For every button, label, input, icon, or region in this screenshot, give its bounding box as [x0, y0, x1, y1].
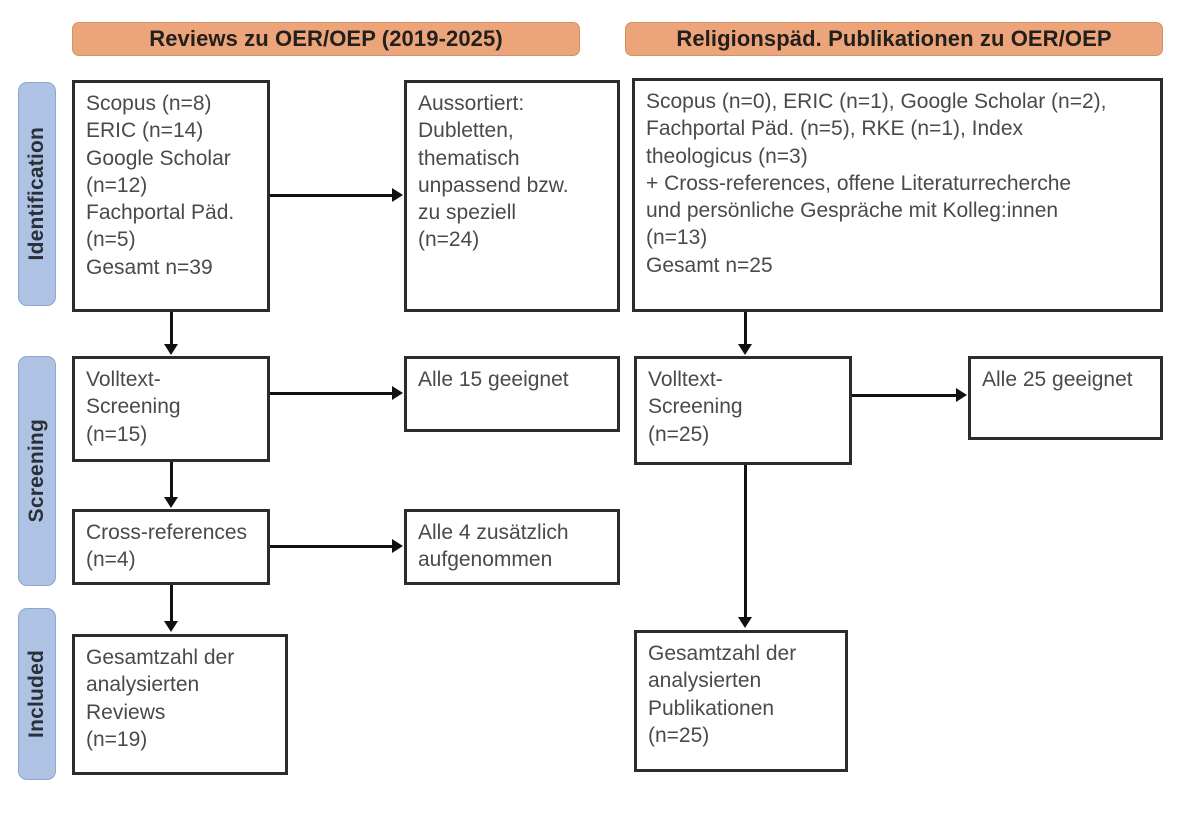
edge-left-fulltext-to-crossref — [170, 462, 173, 498]
text-line: Gesamt n=25 — [646, 253, 773, 277]
text-line: Scopus (n=8) — [86, 92, 212, 115]
text-line: Alle 15 geeignet — [418, 368, 569, 391]
text-line: (n=5) — [86, 228, 136, 252]
text-line: Alle 4 zusätzlich — [418, 521, 569, 544]
box-right-fulltext-screening: Volltext- Screening (n=25) — [634, 356, 852, 465]
phase-bar-included: Included — [18, 608, 56, 780]
text-line: theologicus (n=3) — [646, 144, 808, 168]
box-left-included-total: Gesamtzahl der analysierten Reviews (n=1… — [72, 634, 288, 775]
text-line: (n=13) — [646, 226, 708, 250]
text-line: (n=4) — [86, 548, 136, 572]
edge-right-sources-to-fulltext — [744, 312, 747, 345]
text-line: Gesamtzahl der — [648, 642, 797, 665]
text-line: Volltext- — [648, 368, 723, 391]
box-left-sources: Scopus (n=8) ERIC (n=14) Google Scholar … — [72, 80, 270, 312]
arrowhead-left-fulltext-to-result — [392, 386, 403, 400]
phase-bar-screening: Screening — [18, 356, 56, 586]
text-line: zu speziell — [418, 201, 517, 225]
arrowhead-left-crossref-to-included — [164, 621, 178, 632]
box-left-crossreferences: Cross-references (n=4) — [72, 509, 270, 585]
edge-right-fulltext-to-result — [852, 394, 956, 397]
edge-left-crossref-to-included — [170, 585, 173, 622]
arrowhead-left-sources-to-excluded — [392, 188, 403, 202]
box-right-sources: Scopus (n=0), ERIC (n=1), Google Scholar… — [632, 78, 1163, 312]
column-header-left: Reviews zu OER/OEP (2019-2025) — [72, 22, 580, 56]
text-line: Screening — [86, 395, 181, 419]
box-right-fulltext-result: Alle 25 geeignet — [968, 356, 1163, 440]
text-line: Fachportal Päd. (n=5), RKE (n=1), Index — [646, 117, 1024, 141]
box-left-crossref-result: Alle 4 zusätzlich aufgenommen — [404, 509, 620, 585]
phase-label-identification: Identification — [25, 127, 48, 261]
text-line: (n=12) — [86, 173, 148, 197]
text-line: Volltext- — [86, 368, 161, 391]
text-line: analysierten — [86, 673, 200, 697]
text-line: Screening — [648, 395, 743, 419]
text-line: Gesamtzahl der — [86, 646, 235, 669]
text-line: Google Scholar — [86, 146, 231, 170]
edge-left-fulltext-to-result — [270, 392, 392, 395]
text-line: aufgenommen — [418, 548, 553, 572]
box-left-excluded: Aussortiert: Dubletten, thematisch unpas… — [404, 80, 620, 312]
edge-left-crossref-to-result — [270, 545, 392, 548]
box-right-included-total: Gesamtzahl der analysierten Publikatione… — [634, 630, 848, 772]
text-line: Aussortiert: — [418, 92, 525, 115]
arrowhead-left-crossref-to-result — [392, 539, 403, 553]
text-line: Cross-references — [86, 521, 248, 544]
text-line: thematisch — [418, 146, 520, 170]
column-header-right: Religionspäd. Publikationen zu OER/OEP — [625, 22, 1163, 56]
text-line: Reviews — [86, 700, 166, 724]
text-line: Dubletten, — [418, 119, 514, 143]
text-line: + Cross-references, offene Literaturrech… — [646, 171, 1072, 195]
text-line: (n=24) — [418, 228, 480, 252]
text-line: (n=25) — [648, 723, 710, 747]
edge-right-fulltext-to-included — [744, 465, 747, 618]
box-left-fulltext-result: Alle 15 geeignet — [404, 356, 620, 432]
text-line: unpassend bzw. — [418, 173, 569, 197]
edge-left-sources-to-excluded — [270, 194, 392, 197]
arrowhead-left-sources-to-fulltext — [164, 344, 178, 355]
text-line: Scopus (n=0), ERIC (n=1), Google Scholar… — [646, 90, 1107, 113]
text-line: Publikationen — [648, 696, 775, 720]
text-line: (n=19) — [86, 727, 148, 751]
arrowhead-left-fulltext-to-crossref — [164, 497, 178, 508]
text-line: und persönliche Gespräche mit Kolleg:inn… — [646, 199, 1059, 223]
phase-label-included: Included — [25, 650, 48, 738]
edge-left-sources-to-fulltext — [170, 312, 173, 345]
text-line: ERIC (n=14) — [86, 119, 204, 143]
arrowhead-right-fulltext-to-result — [956, 388, 967, 402]
phase-label-screening: Screening — [25, 419, 48, 523]
arrowhead-right-sources-to-fulltext — [738, 344, 752, 355]
phase-bar-identification: Identification — [18, 82, 56, 306]
text-line: Fachportal Päd. — [86, 201, 235, 225]
text-line: Alle 25 geeignet — [982, 368, 1133, 391]
text-line: (n=15) — [86, 422, 148, 446]
text-line: (n=25) — [648, 422, 710, 446]
text-line: analysierten — [648, 669, 762, 693]
arrowhead-right-fulltext-to-included — [738, 617, 752, 628]
box-left-fulltext-screening: Volltext- Screening (n=15) — [72, 356, 270, 462]
text-line: Gesamt n=39 — [86, 255, 213, 279]
